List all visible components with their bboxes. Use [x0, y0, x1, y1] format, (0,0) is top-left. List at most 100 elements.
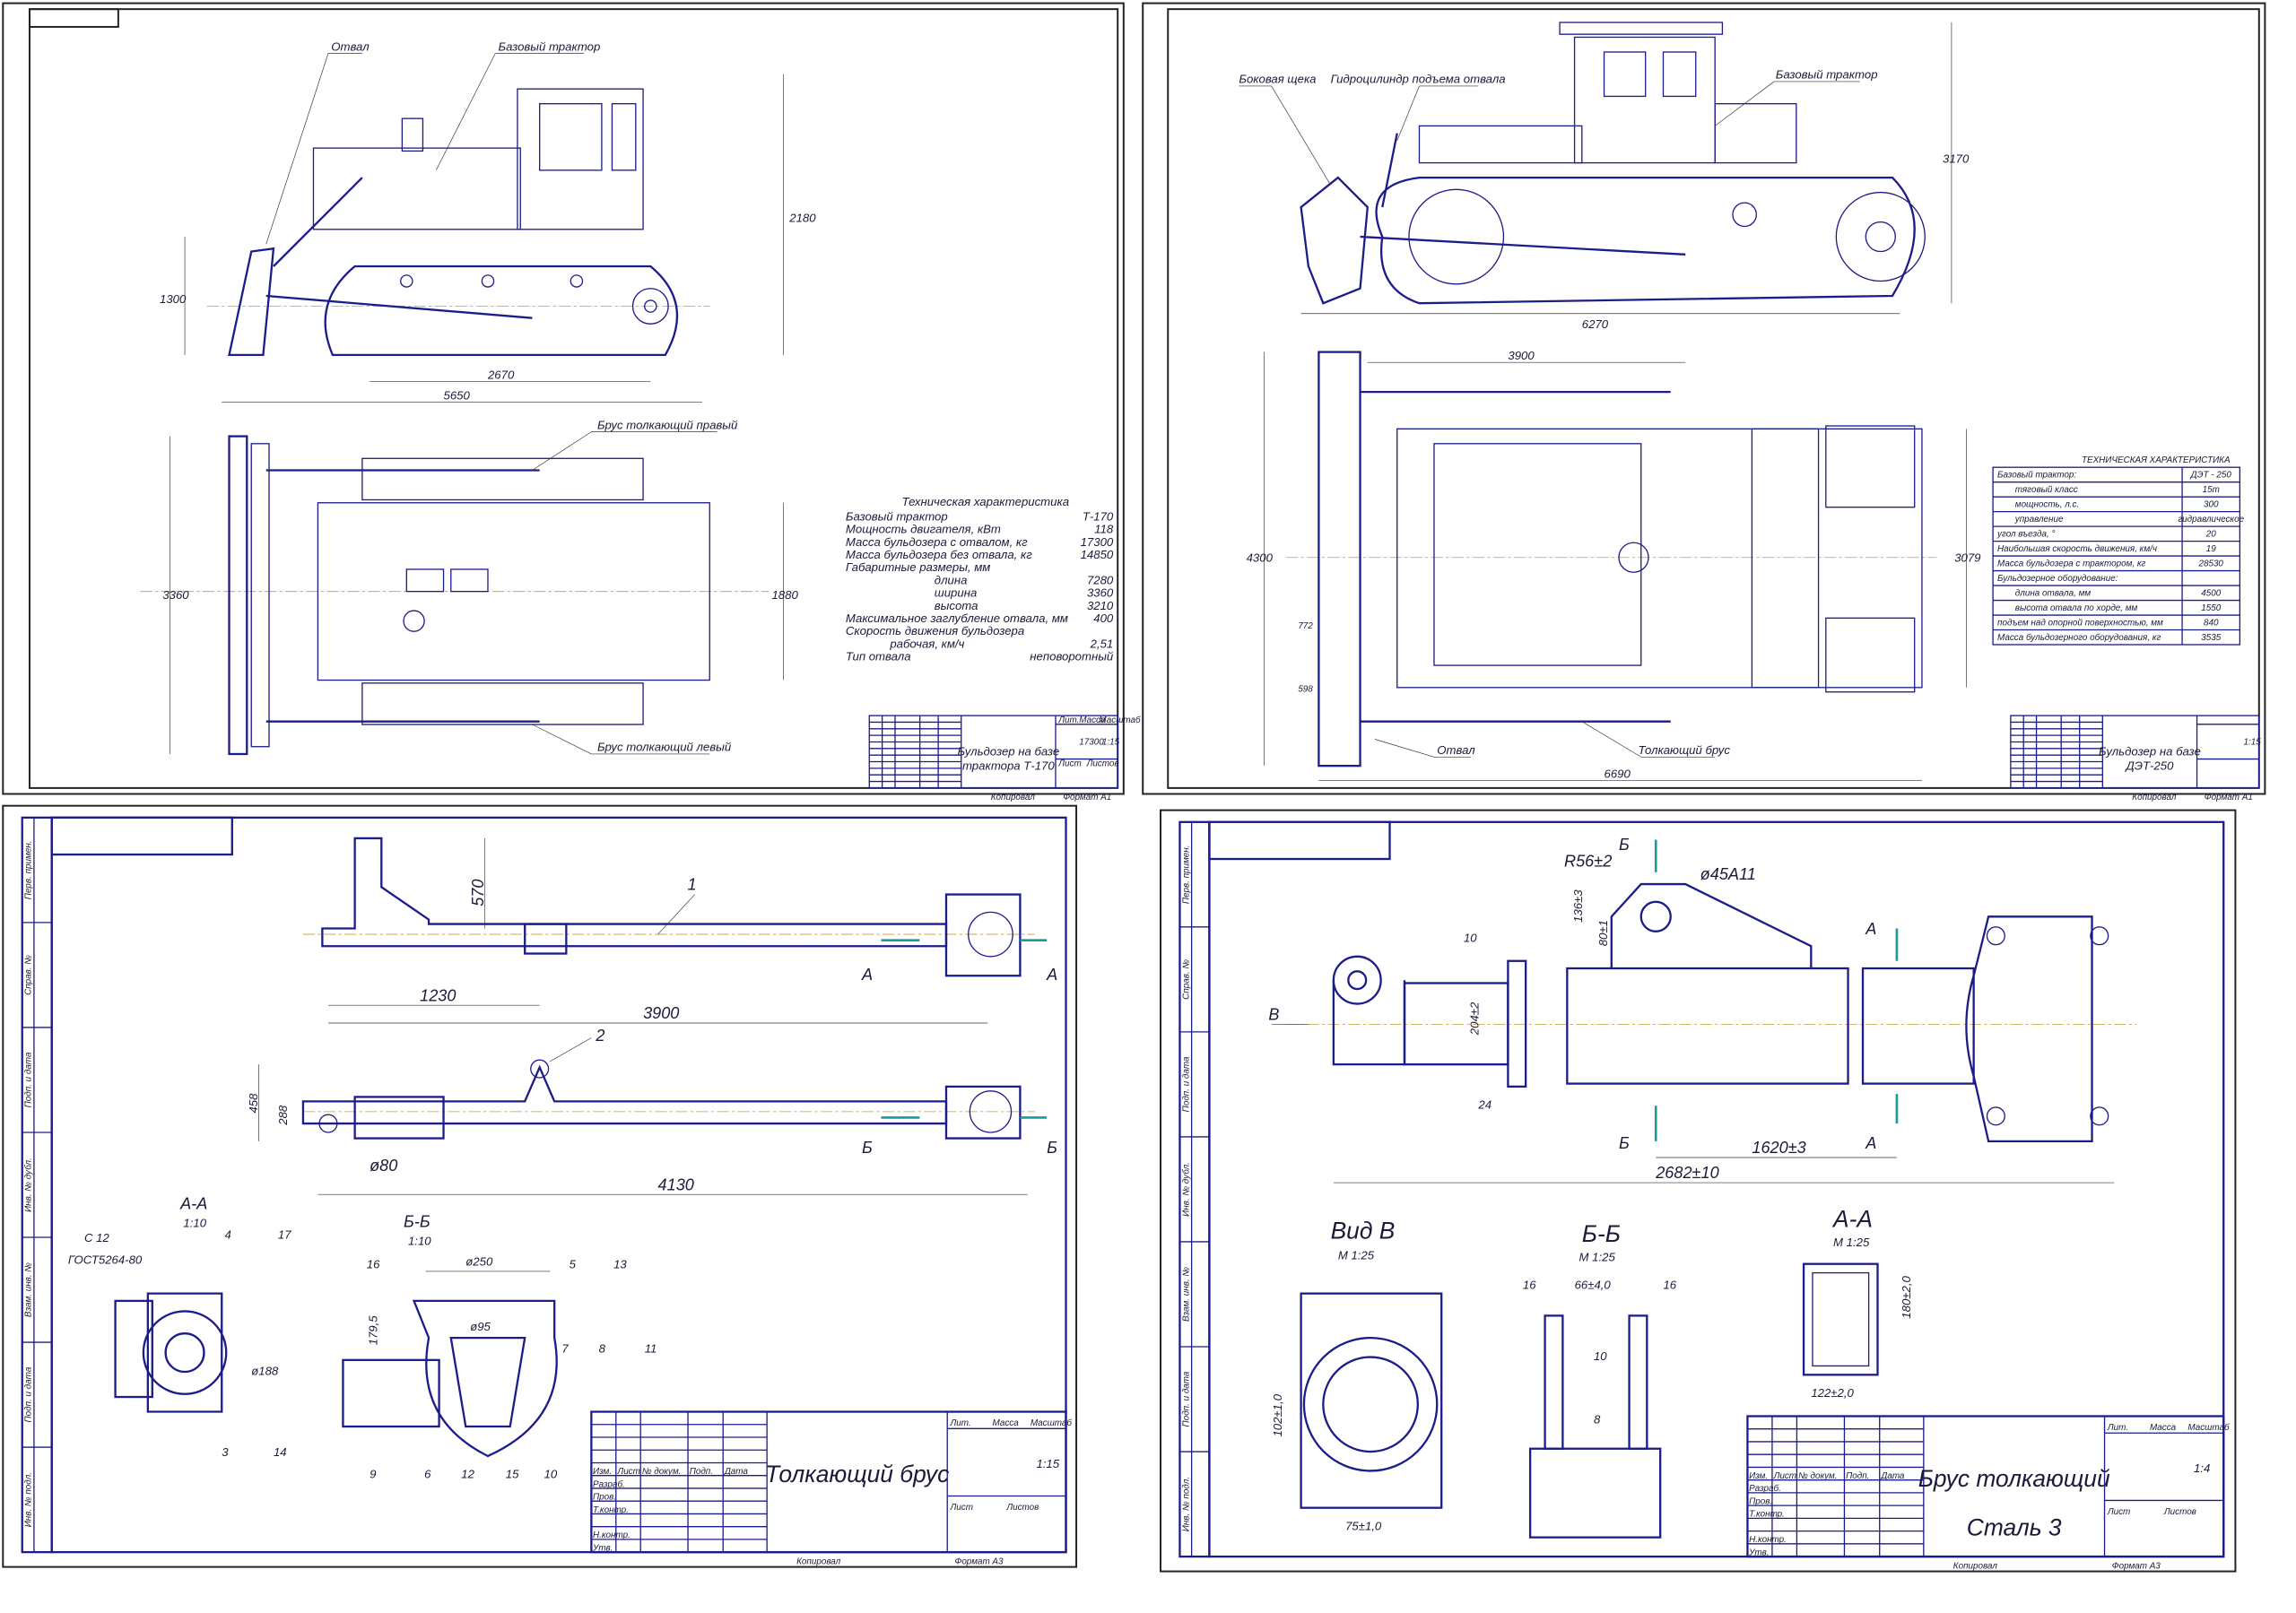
stamp-role: Пров. [1749, 1496, 1772, 1506]
section-b-b-scale: 1:10 [408, 1234, 431, 1247]
spec-label: Бульдозерное оборудование: [1997, 574, 2118, 584]
sheet-bulldozer-det250: 6270 3170 Боковая щека Гидроцилиндр подъ… [1142, 2, 2266, 802]
drawing-title-line1: Бульдозер на базе [957, 745, 1059, 759]
format-label: Формат А1 [1063, 793, 1111, 802]
side-stamp-label: Взам. инв. № [24, 1262, 34, 1317]
stamp-role: Утв. [592, 1543, 613, 1553]
section-a-a-scale-2: М 1:25 [1833, 1236, 1870, 1249]
stamp-role: Разраб. [593, 1479, 625, 1489]
section-b-b-detail: Б-Б М 1:25 16 66±4,0 16 10 8 [1523, 1220, 1677, 1539]
lit-header: Лит. [2107, 1423, 2128, 1433]
spec-label: ширина [935, 586, 978, 600]
spec-value: неповоротный [1030, 649, 1114, 663]
dim-16-right: 16 [1663, 1279, 1676, 1292]
section-mark-b-left: Б [862, 1139, 873, 1157]
section-mark-b-right: Б [1047, 1139, 1057, 1157]
stamp-column-header: Лист [616, 1467, 639, 1477]
dim-3170: 3170 [1943, 152, 1970, 166]
view-v: Вид В М 1:25 102±1,0 75±1,0 [1271, 1218, 1443, 1532]
dim-75: 75±1,0 [1345, 1519, 1382, 1532]
spec-value: 3210 [1087, 599, 1114, 612]
dim-d188: ø188 [251, 1364, 279, 1377]
dim-204: 204±2 [1467, 1002, 1481, 1036]
push-bar-detail-view: Б Б А А В R56±2 ø45A11 136±3 80±1 204±2 … [1268, 836, 2136, 1184]
sheet-label: Лист [950, 1503, 973, 1513]
plan-view-det250: 3900 6690 4300 3079 772 598 Отвал Толкаю… [1247, 349, 1981, 781]
position-9: 9 [370, 1468, 377, 1481]
section-mark-b-bottom: Б [1619, 1134, 1630, 1152]
spec-value: 19 [2206, 544, 2216, 554]
side-stamp-label: Перв. примен. [24, 841, 34, 900]
side-stamp-label: Инв. № дубл. [1181, 1162, 1191, 1217]
spec-value: 17300 [1081, 535, 1114, 549]
spec-label: Тип отвала [846, 649, 911, 663]
callout-base-tractor: Базовый трактор [499, 39, 601, 53]
position-1: 1 [688, 876, 697, 894]
track [1375, 176, 1916, 305]
dim-1620: 1620±3 [1752, 1139, 1805, 1157]
dim-772: 772 [1298, 621, 1313, 631]
spec-label: Максимальное заглубление отвала, мм [846, 611, 1068, 625]
stamp-role: Т.контр. [593, 1505, 629, 1515]
position-13: 13 [613, 1258, 627, 1271]
sheet-frame [2, 804, 1078, 1568]
section-a-a-title: А-А [179, 1195, 207, 1213]
view-v-scale: М 1:25 [1338, 1249, 1375, 1262]
spec-value: гидравлическое [2178, 515, 2244, 525]
dim-16-left: 16 [1523, 1279, 1536, 1292]
sheets-label: Листов [2163, 1507, 2196, 1517]
section-a-a: А-А 1:10 С 12 ГОСТ5264-80 4 17 ø188 3 14 [68, 1195, 291, 1459]
dim-5650: 5650 [444, 388, 471, 402]
spec-label: Масса бульдозера без отвала, кг [846, 548, 1032, 561]
dim-179-5: 179,5 [366, 1315, 379, 1346]
stamp-role: Н.контр. [593, 1531, 631, 1540]
drawing-title: Толкающий брус [765, 1461, 949, 1487]
lit-header: Лит. [1057, 715, 1079, 725]
title-block-frame [868, 715, 1118, 789]
title-block-frame [1746, 1415, 2225, 1558]
spec-value: 1550 [2201, 603, 2221, 613]
spec-value: 3360 [1087, 586, 1114, 600]
side-view-t170: 5650 2670 2180 1300 Отвал Базовый тракто… [160, 39, 816, 403]
format-label: Формат А3 [2112, 1561, 2161, 1571]
spec-title: Техническая характеристика [902, 495, 1069, 508]
section-mark-a-bottom: А [1865, 1134, 1876, 1152]
spec-value: 14850 [1081, 548, 1114, 561]
position-2: 2 [595, 1027, 604, 1045]
position-10: 10 [544, 1468, 558, 1481]
sheet-frame [1142, 2, 2266, 795]
view-b-arrow-label: В [1268, 1006, 1279, 1024]
dim-4130: 4130 [658, 1175, 694, 1193]
section-a-a-detail: А-А М 1:25 180±2,0 122±2,0 [1802, 1205, 1913, 1400]
dim-d95: ø95 [470, 1320, 491, 1333]
section-mark-a-right: А [1046, 966, 1057, 984]
side-stamp-label: Инв. № подл. [24, 1472, 34, 1527]
stamp-role: Т.контр. [1749, 1510, 1785, 1520]
spec-label: тяговый класс [2015, 485, 2078, 495]
push-bar-left-view: Б Б 2 458 288 ø80 4130 [247, 1027, 1057, 1195]
dim-1880: 1880 [771, 588, 798, 602]
mass-header: Масса [992, 1418, 1019, 1428]
scale-value: 1:15 [1036, 1457, 1059, 1470]
stamp-column-header: Дата [1880, 1471, 1905, 1481]
mass-header: Масса [2150, 1423, 2177, 1433]
section-b-b-scale-2: М 1:25 [1579, 1250, 1616, 1263]
title-block-frame [2010, 715, 2260, 789]
corner-stamp [28, 8, 119, 28]
spec-value: 28530 [2197, 559, 2223, 569]
spec-value: 118 [1094, 523, 1114, 536]
dim-10: 10 [1594, 1349, 1607, 1363]
scale-header: Масштаб [1099, 715, 1141, 725]
view-v-title: Вид В [1331, 1218, 1396, 1244]
position-15: 15 [506, 1468, 519, 1481]
scale-value: 1:4 [2194, 1461, 2210, 1475]
section-b-b: Б-Б 1:10 ø250 ø95 179,5 16 5 13 7 8 11 9… [342, 1212, 657, 1481]
side-stamp-label: Подп. и дата [1181, 1371, 1191, 1427]
material: Сталь 3 [1967, 1514, 2062, 1541]
spec-label: угол въезда, ° [1996, 530, 2055, 540]
dim-458: 458 [247, 1093, 260, 1114]
